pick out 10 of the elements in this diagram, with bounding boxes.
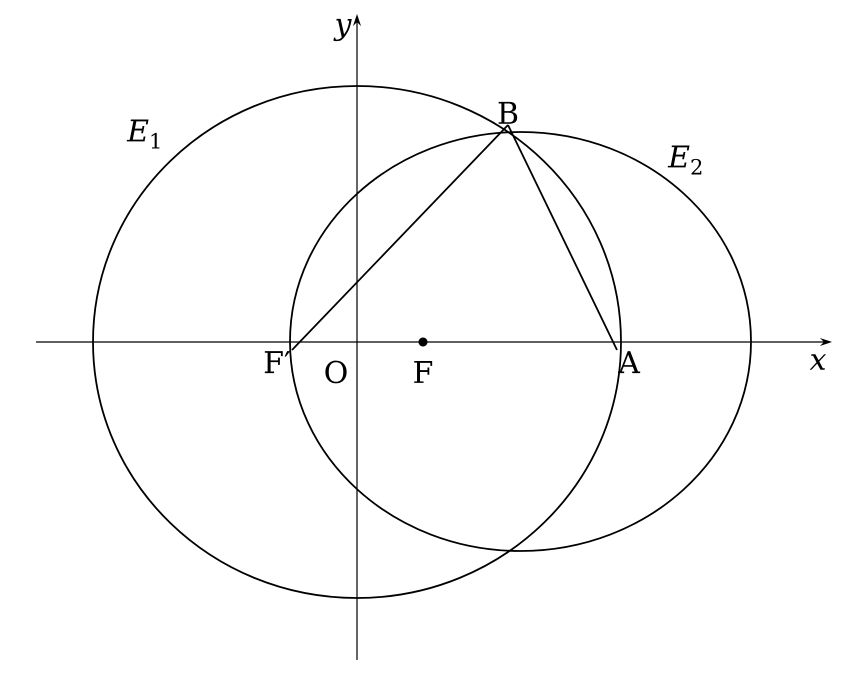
line-segment (291, 124, 509, 351)
point-label: F′ (264, 351, 290, 374)
point-label: O (325, 360, 347, 384)
axis-label: y (333, 18, 352, 42)
axis-label: x (810, 354, 826, 370)
point-label: F (414, 361, 432, 383)
point-label: B (498, 102, 518, 124)
curve-label: E$_{2}$ (668, 146, 702, 174)
curve-label: E$_{1}$ (126, 120, 160, 148)
line-segment (507, 124, 618, 350)
